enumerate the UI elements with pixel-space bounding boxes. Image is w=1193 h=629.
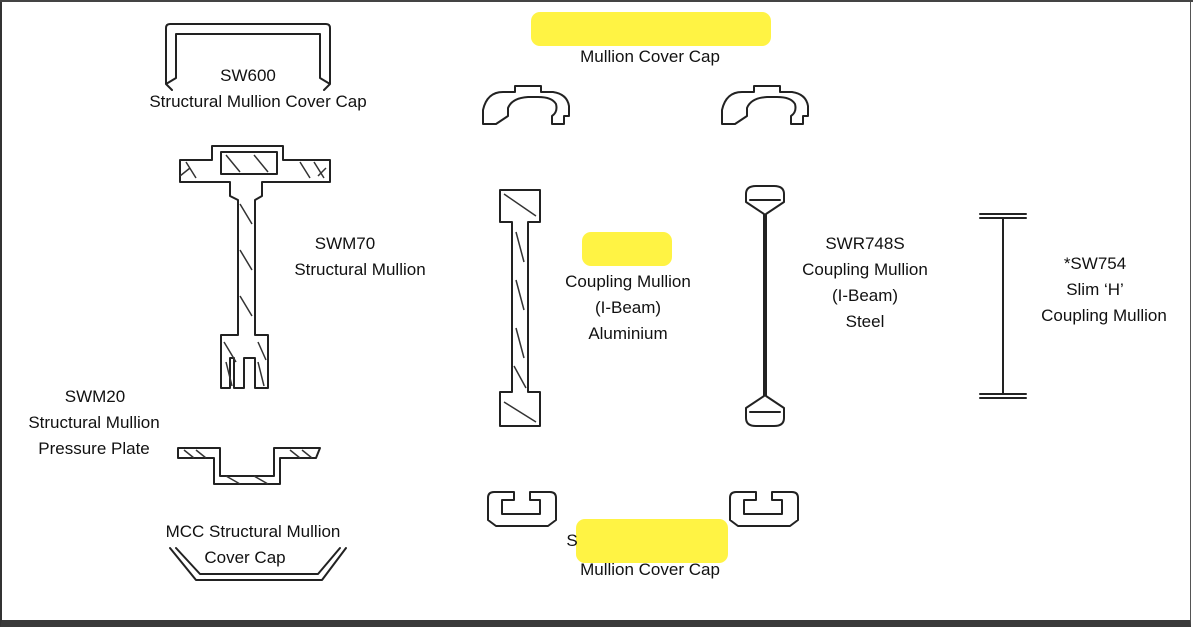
frame-top-edge <box>0 0 1193 2</box>
swm70-name-label: Structural Mullion <box>294 260 426 279</box>
bottom-cap-name-label: Mullion Cover Cap <box>580 560 720 579</box>
highlight-coupling-aluminium <box>582 232 672 266</box>
swr748s-steel-mullion-profile <box>745 185 785 427</box>
swr748s-code-label: SWR748S <box>825 234 905 253</box>
sw600-name-label: Structural Mullion Cover Cap <box>149 92 367 111</box>
mcc-cover-cap-profile <box>169 547 347 581</box>
swr748s-line2: (I-Beam) <box>831 286 899 305</box>
bottom-cap-prefix: S <box>566 531 578 550</box>
coupling-al-line3: Aluminium <box>588 324 668 343</box>
swr748s-line3: Steel <box>845 312 885 331</box>
top-cover-cap-right-profile <box>721 85 809 125</box>
mcc-line2: Cover Cap <box>204 548 286 567</box>
sw754-code-label: *SW754 <box>1063 254 1127 273</box>
coupling-mullion-aluminium-profile <box>499 189 541 427</box>
mcc-line1: MCC Structural Mullion <box>165 522 341 541</box>
highlight-bottom-cap <box>576 519 728 563</box>
swm20-line2: Pressure Plate <box>38 439 150 458</box>
sw754-slim-h-profile <box>979 213 1027 399</box>
sw600-code-label: SW600 <box>220 66 276 85</box>
highlight-top-cap <box>531 12 771 46</box>
sw754-line1: Slim ‘H’ <box>1066 280 1124 299</box>
coupling-al-line1: Coupling Mullion <box>565 272 691 291</box>
swm70-code-label: SWM70 <box>314 234 376 253</box>
sw600-cover-cap-profile <box>165 23 331 91</box>
swr748s-line1: Coupling Mullion <box>802 260 928 279</box>
swm20-line1: Structural Mullion <box>28 413 160 432</box>
coupling-al-line2: (I-Beam) <box>594 298 662 317</box>
bottom-cover-cap-right-profile <box>729 491 799 527</box>
swm70-structural-mullion-profile <box>179 145 331 389</box>
bottom-cover-cap-left-profile <box>487 491 557 527</box>
swm20-pressure-plate-profile <box>177 447 321 485</box>
top-cap-name-label: Mullion Cover Cap <box>580 47 720 66</box>
swm20-code-label: SWM20 <box>64 387 126 406</box>
sw754-line2: Coupling Mullion <box>1041 306 1167 325</box>
top-cover-cap-left-profile <box>482 85 570 125</box>
